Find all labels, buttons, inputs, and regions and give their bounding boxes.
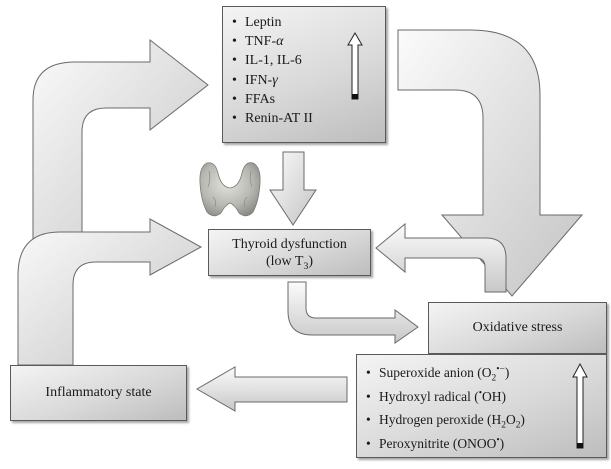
arrow-adipose-to-thyroid	[269, 151, 317, 226]
thyroid-line1: Thyroid dysfunction	[232, 236, 347, 252]
list-item: Renin-AT II	[232, 109, 385, 128]
list-item: IFN-γ	[232, 71, 385, 90]
inflammatory-state-box: Inflammatory state	[10, 365, 187, 421]
arrow-radicals-to-inflammatory	[196, 366, 348, 412]
adipokine-factors-box: Leptin TNF-α IL-1, IL-6 IFN-γ FFAs Renin…	[222, 6, 386, 143]
curved-arrow-left-inner	[17, 218, 203, 366]
curved-arrow-right	[397, 29, 584, 297]
reactive-species-box: Superoxide anion (O2•−) Hydroxyl radical…	[356, 354, 607, 458]
list-item: Leptin	[232, 13, 385, 32]
thyroid-dysfunction-box: Thyroid dysfunction (low T3)	[208, 229, 371, 276]
list-item: Hydrogen peroxide (H2O2)	[366, 408, 606, 432]
thyroid-gland-icon	[199, 162, 261, 217]
arrow-oxidative-to-thyroid	[375, 222, 507, 293]
increase-arrow-icon	[347, 32, 363, 100]
list-item: FFAs	[232, 90, 385, 109]
oxidative-label: Oxidative stress	[472, 320, 563, 335]
list-item: Hydroxyl radical (•OH)	[366, 385, 606, 409]
reactive-species-list: Superoxide anion (O2•−) Hydroxyl radical…	[366, 361, 606, 455]
list-item: Superoxide anion (O2•−)	[366, 361, 606, 385]
curved-arrow-left-outer	[32, 38, 209, 251]
list-item: Peroxynitrite (ONOO•)	[366, 432, 606, 456]
oxidative-stress-box: Oxidative stress	[428, 302, 607, 354]
list-item: IL-1, IL-6	[232, 51, 385, 70]
inflammatory-label: Inflammatory state	[45, 385, 152, 400]
adipokine-list: Leptin TNF-α IL-1, IL-6 IFN-γ FFAs Renin…	[232, 13, 385, 128]
increase-arrow-icon	[572, 363, 588, 449]
list-item: TNF-α	[232, 32, 385, 51]
arrow-thyroid-to-oxidative	[287, 281, 419, 344]
thyroid-line2: (low T3)	[265, 253, 314, 272]
